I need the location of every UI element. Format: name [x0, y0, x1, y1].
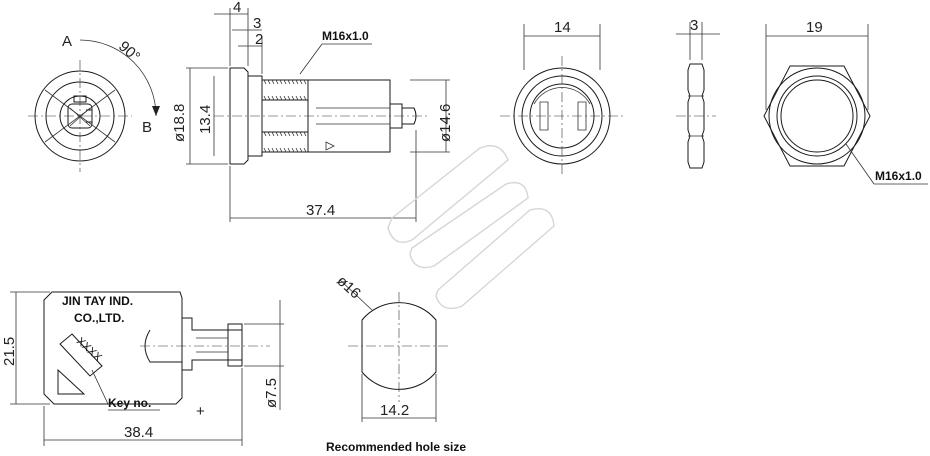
- hole-profile: [361, 302, 437, 390]
- front-face-view: A B 90°: [28, 33, 160, 172]
- key-marking-text: XXXX: [74, 335, 104, 364]
- key-slot-top: [73, 95, 87, 103]
- dim-body-dia: ø14.6: [410, 79, 454, 153]
- nut-bore: [776, 75, 858, 157]
- dim-flange-dia: ø18.8: [171, 67, 228, 165]
- nut-side-profile: [687, 63, 705, 169]
- thread-body: [262, 79, 308, 153]
- dim-total-length: 37.4: [229, 130, 417, 222]
- nut-thread: [780, 79, 854, 153]
- angle-arc: [79, 39, 157, 117]
- label-b: B: [142, 119, 152, 136]
- key-view: XXXX JIN TAY IND. CO.,LTD. Key no. + 21.…: [1, 291, 284, 446]
- flange: [229, 67, 249, 165]
- dim-flange-dia-text: ø18.8: [171, 104, 188, 142]
- dim-front-width-text: 14: [554, 19, 571, 36]
- callout-key-no: Key no.: [91, 369, 160, 411]
- dim-body-dia-text: ø14.6: [437, 104, 454, 142]
- label-a: A: [62, 33, 72, 50]
- hole-view: ø16 14.2 Recommended hole size: [326, 272, 466, 454]
- watermark-logo: [387, 145, 555, 310]
- key-brand-line2: CO.,LTD.: [74, 311, 124, 325]
- dim-step-3-text: 3: [253, 15, 261, 32]
- callout-thread-side-text: M16x1.0: [322, 29, 369, 43]
- callout-key-no-text: Key no.: [108, 396, 151, 410]
- hole-caption: Recommended hole size: [326, 440, 466, 454]
- terminal-tip: [401, 107, 417, 125]
- side-view: ø18.8 13.4 ø14.6 37.4 4 3 2: [171, 0, 454, 222]
- dim-inner-dia: 13.4: [197, 76, 215, 156]
- callout-thread-side: M16x1.0: [299, 29, 372, 75]
- dim-step-2-text: 2: [255, 31, 263, 48]
- key-brand-line1: JIN TAY IND.: [62, 294, 133, 308]
- dim-inner-dia-text: 13.4: [197, 105, 214, 134]
- key-head: [43, 291, 183, 405]
- dim-key-height-text: 21.5: [1, 337, 18, 366]
- direction-mark: [325, 141, 335, 151]
- key-triangle-mark: [57, 368, 86, 395]
- collar: [248, 75, 263, 157]
- nut-side-view: 3: [676, 17, 720, 169]
- dim-key-height: 21.5: [1, 291, 50, 405]
- dim-key-length-text: 38.4: [124, 424, 153, 441]
- dim-total-length-text: 37.4: [306, 202, 335, 219]
- callout-thread-nut-text: M16x1.0: [875, 169, 922, 183]
- dim-key-blade-dia-text: ø7.5: [263, 378, 280, 408]
- front-view: 14: [500, 19, 624, 176]
- key-grip-curve: [144, 329, 182, 363]
- nut-outer-chamfer: [768, 67, 866, 165]
- key-blade-tip: [227, 323, 243, 367]
- dim-hole-flat: 14.2: [361, 374, 437, 422]
- face-diag-2: [44, 89, 116, 143]
- callout-thread-nut: M16x1.0: [845, 143, 928, 185]
- angle-value: 90°: [115, 38, 143, 66]
- angle-arrow-head: [152, 106, 160, 116]
- nut-front-view: 19 M16x1.0: [763, 19, 928, 185]
- dim-key-length: 38.4: [43, 368, 243, 446]
- key-shoulder: [182, 317, 243, 371]
- dim-nut-width-text: 19: [806, 19, 823, 36]
- dim-flange-thickness-text: 4: [233, 0, 241, 16]
- dim-nut-thickness-text: 3: [690, 17, 698, 34]
- dim-key-blade-dia: ø7.5: [244, 300, 284, 410]
- key-marking-box: [59, 333, 103, 377]
- dim-top-steps: 4 3 2: [214, 0, 263, 74]
- dim-hole-dia: ø16: [333, 272, 373, 311]
- key-plus-mark: +: [196, 403, 205, 420]
- nut-hexagon: [763, 65, 871, 167]
- dim-hole-flat-text: 14.2: [380, 402, 409, 419]
